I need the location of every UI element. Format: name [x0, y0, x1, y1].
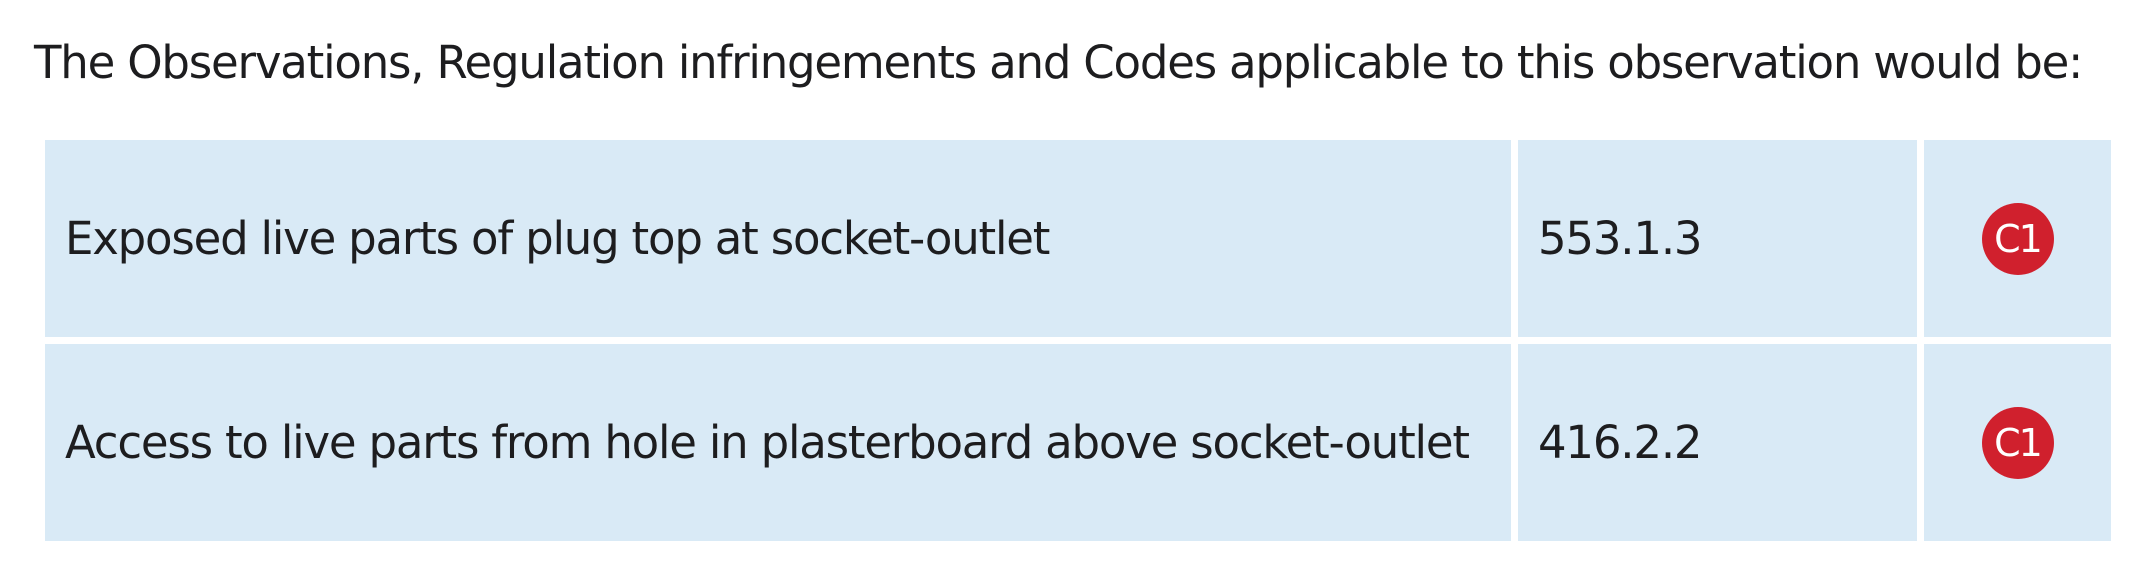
observation-cell: Exposed live parts of plug top at socket… [45, 140, 1511, 337]
code-badge: C1 [1981, 202, 2054, 275]
regulation-number: 416.2.2 [1538, 416, 1703, 469]
observation-text: Access to live parts from hole in plaste… [65, 416, 1470, 469]
table-row: Access to live parts from hole in plaste… [45, 344, 2111, 541]
intro-text: The Observations, Regulation infringemen… [34, 36, 2083, 89]
table-row: Exposed live parts of plug top at socket… [45, 140, 2111, 337]
regulation-cell: 416.2.2 [1518, 344, 1917, 541]
observations-table: Exposed live parts of plug top at socket… [38, 133, 2118, 548]
code-badge: C1 [1981, 406, 2054, 479]
regulation-number: 553.1.3 [1538, 212, 1703, 265]
observation-cell: Access to live parts from hole in plaste… [45, 344, 1511, 541]
code-cell: C1 [1924, 140, 2111, 337]
observation-text: Exposed live parts of plug top at socket… [65, 212, 1050, 265]
code-cell: C1 [1924, 344, 2111, 541]
regulation-cell: 553.1.3 [1518, 140, 1917, 337]
